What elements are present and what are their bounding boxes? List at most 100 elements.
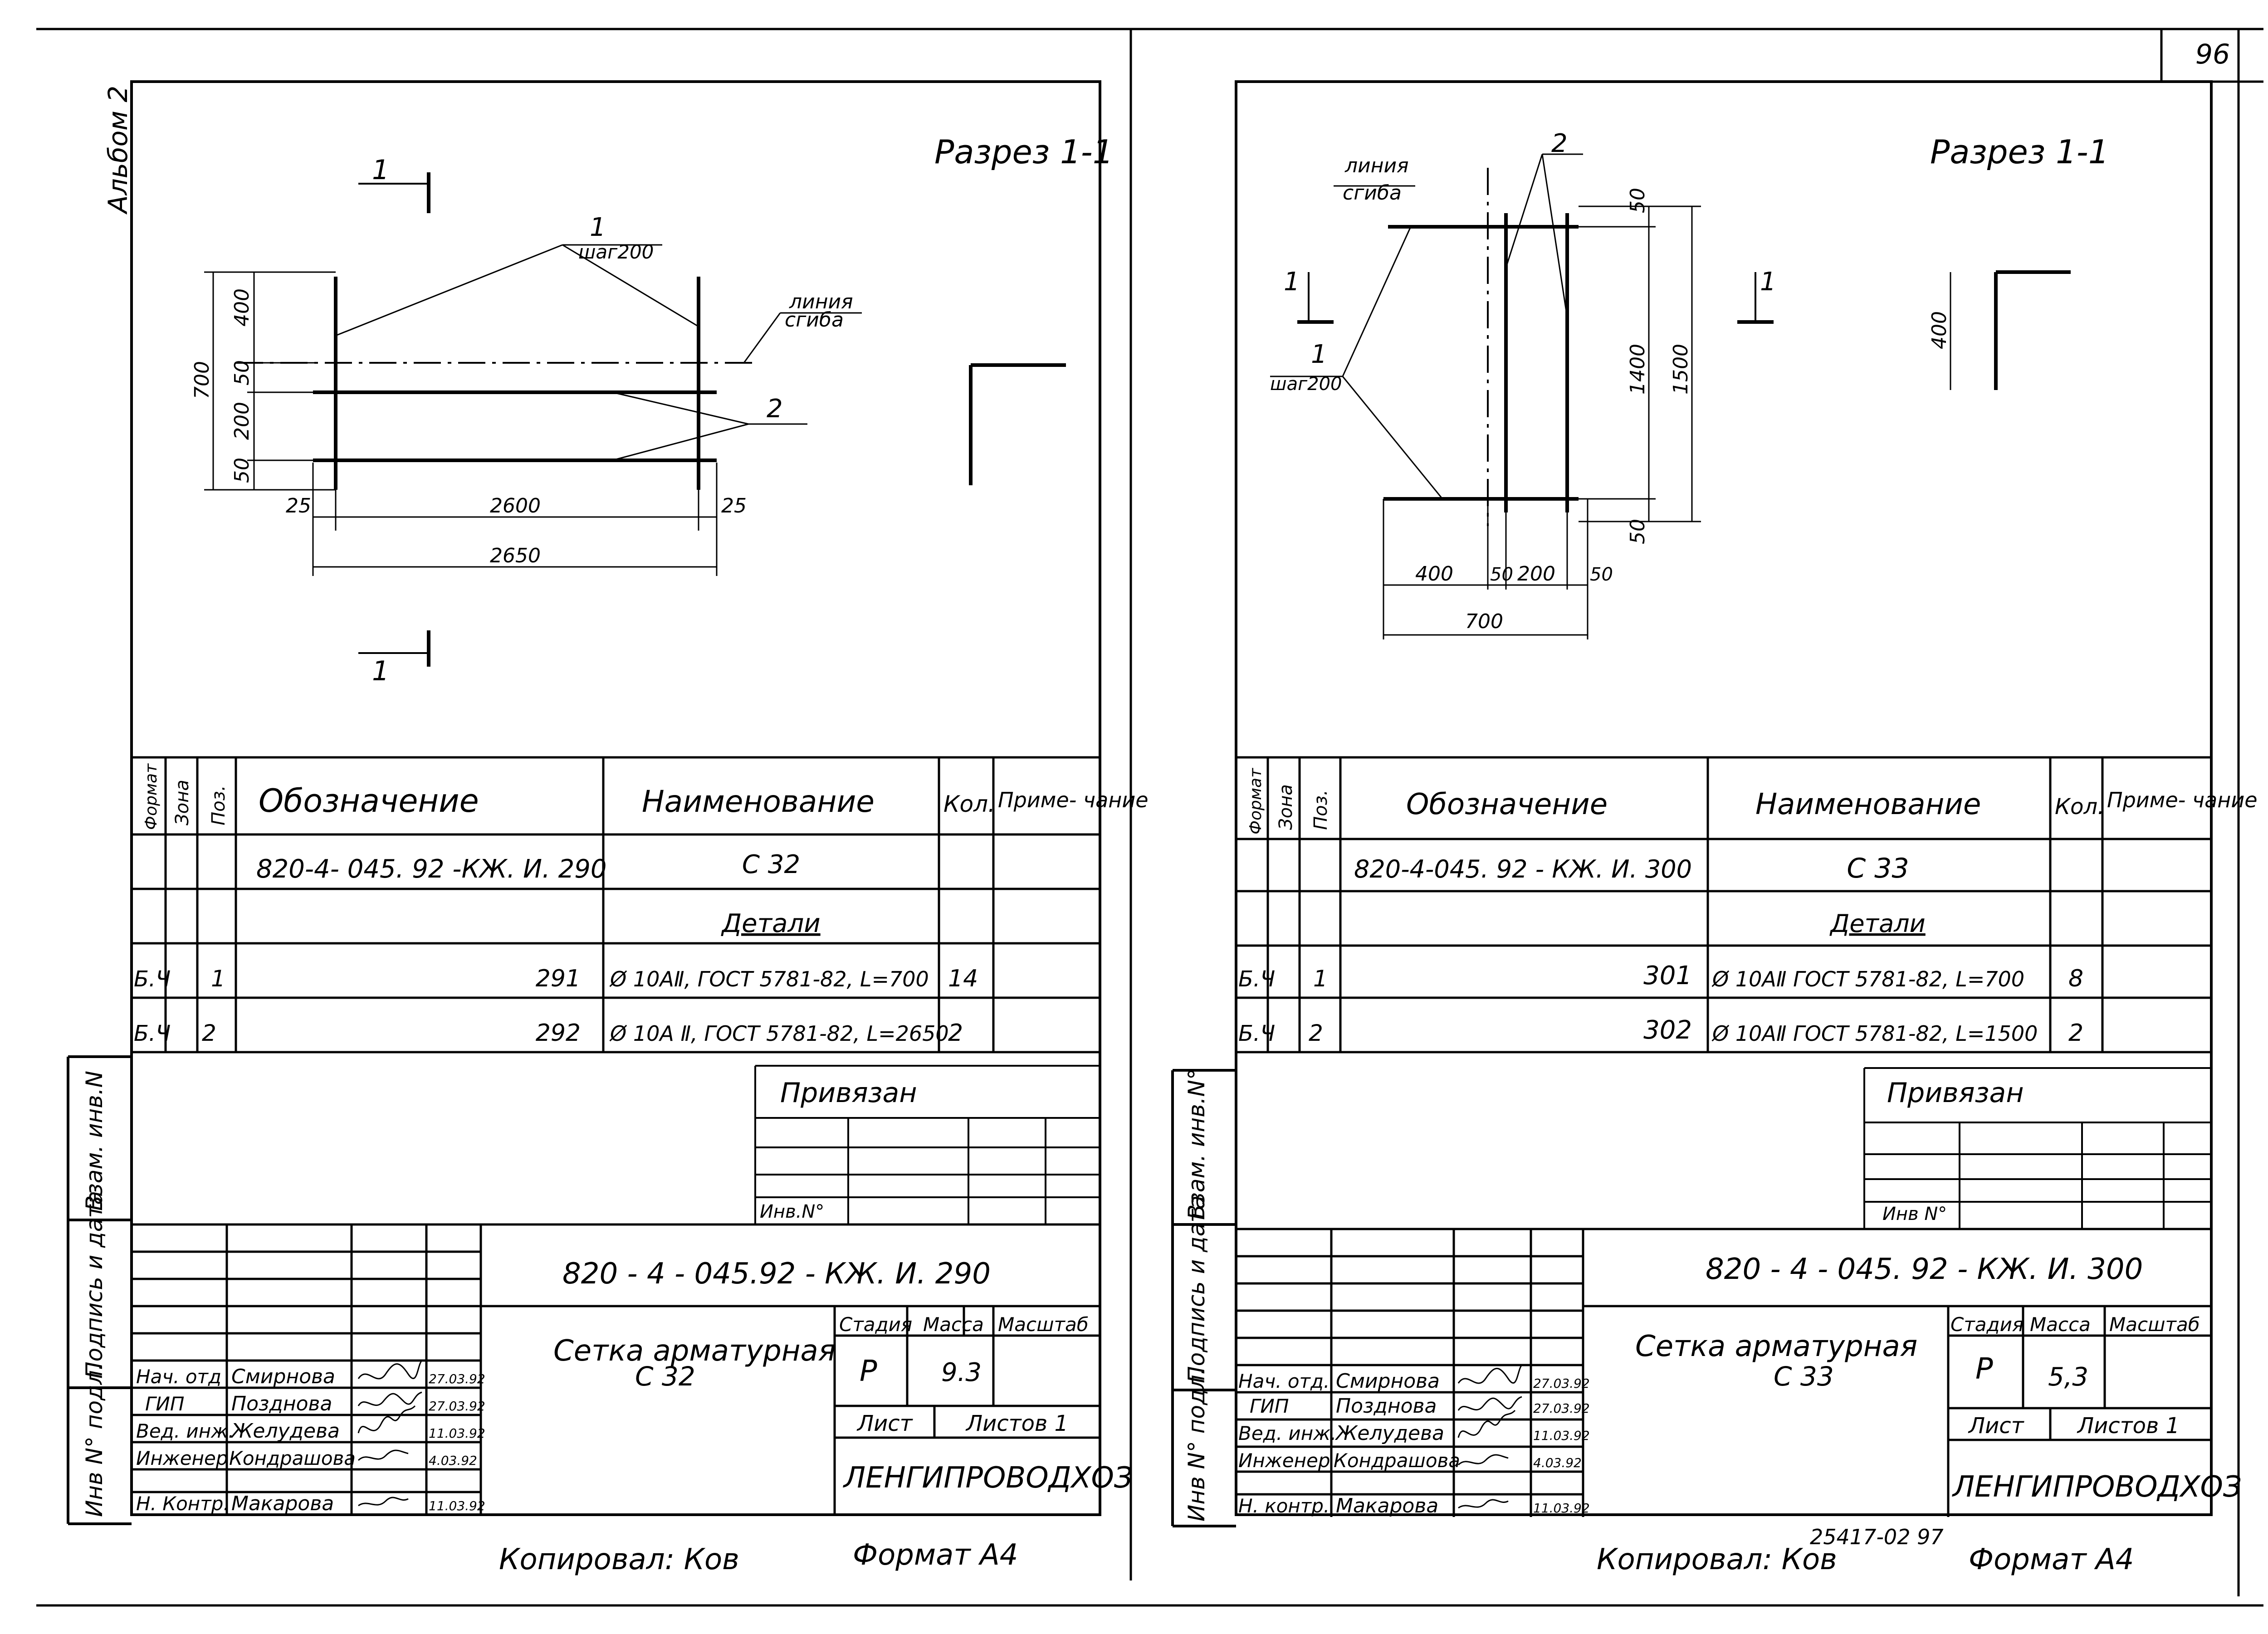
dim-v-r-50a: 50 <box>1626 188 1649 213</box>
row1-designation-r: 820-4-045. 92 - КЖ. И. 300 <box>1354 855 1692 883</box>
spec-table <box>130 756 1101 1054</box>
dim-h-r-50b: 50 <box>1590 564 1613 585</box>
hdr-note: Приме- чание <box>998 788 1149 812</box>
vzam-inv-label-right: Взам. инв.N° <box>1183 1068 1210 1220</box>
format-label: Формат А4 <box>853 1538 1018 1572</box>
bend-line-label-right-2: сгиба <box>1343 181 1402 205</box>
sheets-label: Листов 1 <box>965 1411 1068 1436</box>
dim-h-2600: 2600 <box>490 494 541 517</box>
hdr-zone: Зона <box>172 780 193 825</box>
dim-h-r-200: 200 <box>1517 562 1555 585</box>
hdr-pos: Поз. <box>208 785 229 825</box>
mass-value-r: 5,3 <box>2048 1362 2088 1392</box>
dim-v-50a: 50 <box>230 360 254 385</box>
sheets-label-r: Листов 1 <box>2077 1413 2180 1439</box>
inv-podl-label: Инв N° подл. <box>81 1363 108 1517</box>
podpis-label-right: Подпись и дата <box>1183 1195 1210 1383</box>
dim-v-50b: 50 <box>230 458 254 483</box>
podpis-label: Подпись и дата <box>81 1191 108 1379</box>
row2-name: Детали <box>720 909 820 938</box>
row4-format-r: Б.Ч <box>1238 1021 1275 1046</box>
sig2-role: ГИП <box>145 1393 184 1415</box>
bend-line-label-1: линия <box>789 290 853 313</box>
copied-label: Копировал: Ков <box>499 1543 739 1576</box>
left-sheet: Альбом 2 Взам. инв.N Подпись и дата Инв … <box>67 80 1149 1576</box>
sig4-date: 4.03.92 <box>429 1453 477 1468</box>
privyazan-block <box>754 1065 1100 1224</box>
sig4-role-r: Инженер <box>1238 1449 1330 1472</box>
hdr-note-r: Приме- чание <box>2107 788 2258 812</box>
hdr-pos-r: Поз. <box>1310 790 1331 830</box>
stamp-number: 25417-02 97 <box>1810 1525 1944 1549</box>
sig5-name-r: Макарова <box>1336 1494 1438 1517</box>
row3-qty: 14 <box>948 965 978 992</box>
hdr-name-r: Наименование <box>1755 788 1981 821</box>
stage-label: Стадия <box>839 1313 912 1336</box>
page-number: 96 <box>2195 39 2230 70</box>
sig2-date: 27.03.92 <box>429 1399 485 1414</box>
title-code: 820 - 4 - 045.92 - КЖ. И. 290 <box>562 1257 991 1291</box>
row3-format-r: Б.Ч <box>1238 966 1275 992</box>
sig3-role-r: Вед. инж. <box>1238 1422 1336 1444</box>
mass-label: Масса <box>923 1313 984 1336</box>
callout-1-sub: шаг200 <box>578 241 654 263</box>
hdr-format: Формат <box>142 763 161 830</box>
sig1-date: 27.03.92 <box>429 1371 485 1386</box>
row4-format: Б.Ч <box>134 1021 171 1046</box>
dim-v-200: 200 <box>230 402 254 440</box>
scale-label: Масштаб <box>998 1313 1089 1336</box>
title-text-r: Сетка арматурная <box>1635 1330 1917 1363</box>
row4-qty: 2 <box>948 1019 963 1047</box>
sig4-date-r: 4.03.92 <box>1533 1455 1582 1470</box>
sig1-role: Нач. отд <box>136 1366 221 1388</box>
sheet-label-r: Лист <box>1968 1413 2025 1439</box>
title-text: Сетка арматурная <box>553 1334 836 1368</box>
dim-v-400: 400 <box>230 288 254 327</box>
inv-no-label-r: Инв N° <box>1882 1204 1947 1224</box>
title-block-right <box>1236 1228 2211 1517</box>
row4-name-r: Ø 10АⅡ ГОСТ 5781-82, L=1500 <box>1711 1021 2038 1046</box>
bend-line-label-2: сгиба <box>785 308 844 332</box>
sig5-date: 11.03.92 <box>429 1498 485 1513</box>
sig2-name-r: Позднова <box>1336 1395 1437 1418</box>
stage-value: Р <box>860 1355 877 1388</box>
row4-name: Ø 10А Ⅱ, ГОСТ 5781-82, L=2650 <box>609 1021 949 1046</box>
hdr-zone-r: Зона <box>1276 784 1296 830</box>
sig5-name: Макарова <box>231 1492 334 1515</box>
row3-format: Б.Ч <box>134 966 171 992</box>
row4-designation-r: 302 <box>1643 1015 1692 1045</box>
section-dim-400: 400 <box>1928 311 1951 349</box>
sig4-name: Кондрашова <box>229 1447 356 1469</box>
format-label-r: Формат А4 <box>1969 1543 2134 1576</box>
section-label: Разрез 1-1 <box>934 133 1114 171</box>
sig5-role-r: Н. контр. <box>1238 1495 1330 1517</box>
section-mark-right-2: 1 <box>1760 267 1776 297</box>
row3-pos-r: 1 <box>1313 966 1328 992</box>
row3-name-r: Ø 10АⅡ ГОСТ 5781-82, L=700 <box>1711 967 2024 991</box>
signature-marks-right <box>1457 1364 1523 1509</box>
sig3-name: Желудева <box>230 1419 340 1443</box>
sig2-date-r: 27.03.92 <box>1533 1401 1590 1416</box>
row4-designation: 292 <box>536 1019 581 1047</box>
sig4-role: Инженер <box>136 1447 228 1469</box>
row1-name-r: С 33 <box>1847 853 1909 884</box>
sig4-name-r: Кондрашова <box>1334 1449 1460 1472</box>
stage-label-r: Стадия <box>1950 1313 2024 1336</box>
dim-h-25b: 25 <box>721 494 747 517</box>
callout-2: 2 <box>767 394 783 424</box>
privyazan-block-right <box>1863 1067 2211 1229</box>
mass-label-r: Масса <box>2030 1313 2091 1336</box>
sig1-date-r: 27.03.92 <box>1533 1376 1590 1391</box>
dim-v-r-total: 1500 <box>1669 344 1692 395</box>
hdr-name: Наименование <box>642 784 875 819</box>
row2-name-r: Детали <box>1829 909 1926 938</box>
title-code-r: 820 - 4 - 045. 92 - КЖ. И. 300 <box>1706 1253 2143 1286</box>
sig3-name-r: Желудева <box>1334 1422 1444 1445</box>
hdr-qty: Кол. <box>943 791 995 817</box>
dim-v-total: 700 <box>191 361 214 399</box>
org-name-r: ЛЕНГИПРОВОДХОЗ <box>1952 1470 2242 1504</box>
right-sheet: Взам. инв.N° Подпись и дата Инв N° подл.… <box>1171 80 2258 1576</box>
dim-h-r-50a: 50 <box>1490 564 1513 585</box>
privyazan-label: Привязан <box>780 1077 917 1109</box>
stage-value-r: Р <box>1975 1352 1993 1386</box>
